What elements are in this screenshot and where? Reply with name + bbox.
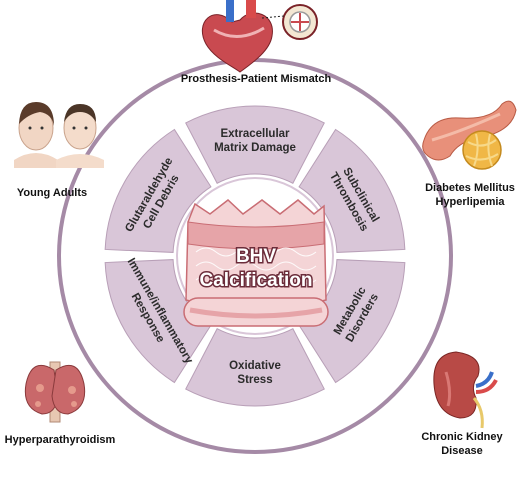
segment-label-line-1: Extracellular [220, 128, 290, 140]
factor-right-top-label-1: Diabetes Mellitus [425, 182, 515, 194]
segment-wedge [185, 105, 325, 184]
segment-wedge [104, 128, 212, 253]
faces-icon [14, 102, 104, 168]
pancreas-icon [422, 100, 517, 170]
center-title-line2: Calcification [200, 270, 313, 291]
segment-label-line-1: Oxidative [229, 360, 281, 372]
valve-icon [183, 199, 329, 327]
factor-left-bottom-label: Hyperparathyroidism [5, 434, 116, 446]
kidney-icon [433, 351, 498, 429]
factor-right-bottom-label-1: Chronic Kidney [421, 431, 503, 443]
segment-wedge [298, 259, 406, 384]
factor-left-top-label: Young Adults [17, 187, 87, 199]
heart-icon [201, 0, 318, 73]
segment-wedge [185, 328, 325, 407]
factor-right-top-label-2: Hyperlipemia [435, 196, 505, 208]
segment-label-line-2: Matrix Damage [214, 142, 296, 154]
center-title-line1: BHV [236, 246, 276, 267]
factor-right-bottom-label-2: Disease [441, 445, 483, 457]
thyroid-icon [24, 361, 86, 423]
segment-label-line-2: Stress [237, 374, 272, 386]
factor-top-label: Prosthesis-Patient Mismatch [181, 73, 332, 85]
segment-wedge [298, 128, 406, 253]
